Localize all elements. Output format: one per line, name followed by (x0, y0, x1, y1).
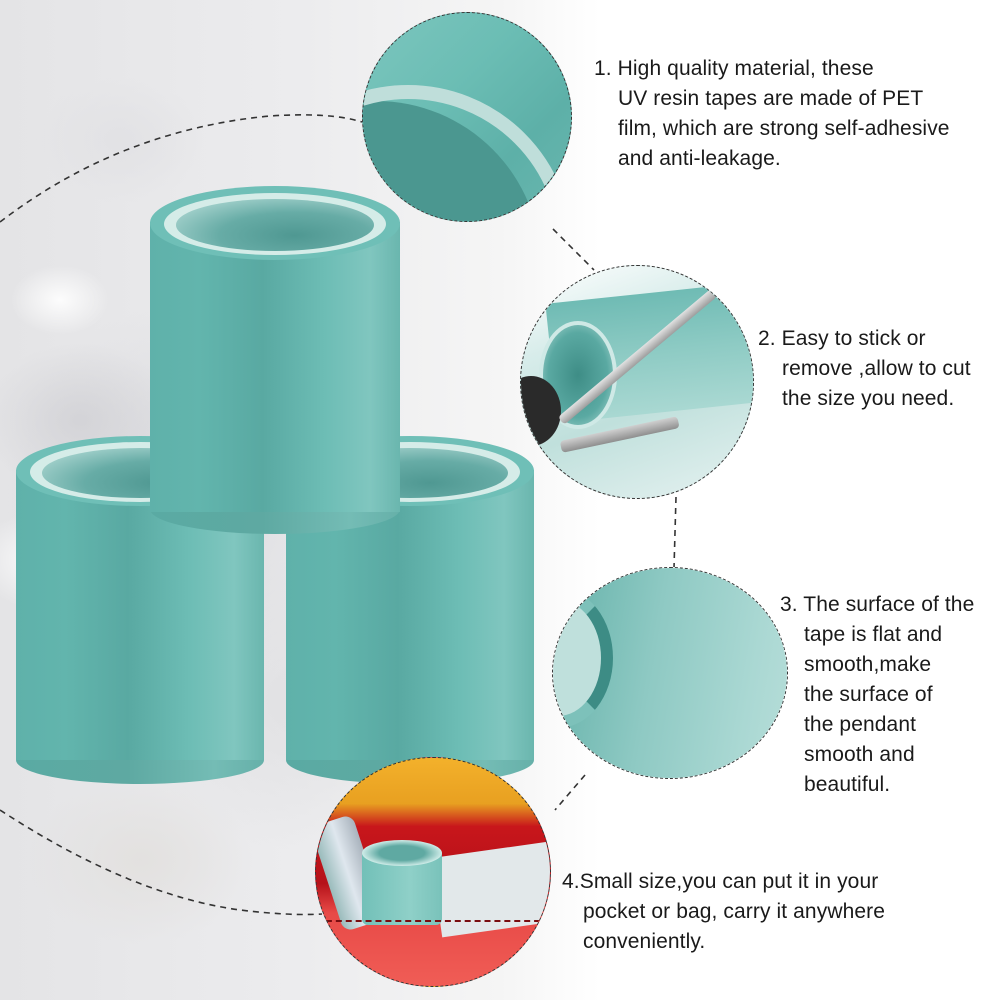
detail-image-material (362, 12, 572, 222)
feature-3-caption: 3. The surface of the tape is flat and s… (780, 593, 975, 796)
detail-image-bag (315, 757, 551, 987)
tape-roll-top (150, 186, 400, 534)
detail-image-cutting (520, 265, 754, 499)
detail-image-smooth-surface (552, 567, 788, 779)
feature-1-caption: 1. High quality material, these UV resin… (594, 57, 950, 170)
feature-2-caption: 2. Easy to stick or remove ,allow to cut… (758, 327, 971, 410)
feature-4-caption: 4.Small size,you can put it in your pock… (562, 870, 886, 953)
